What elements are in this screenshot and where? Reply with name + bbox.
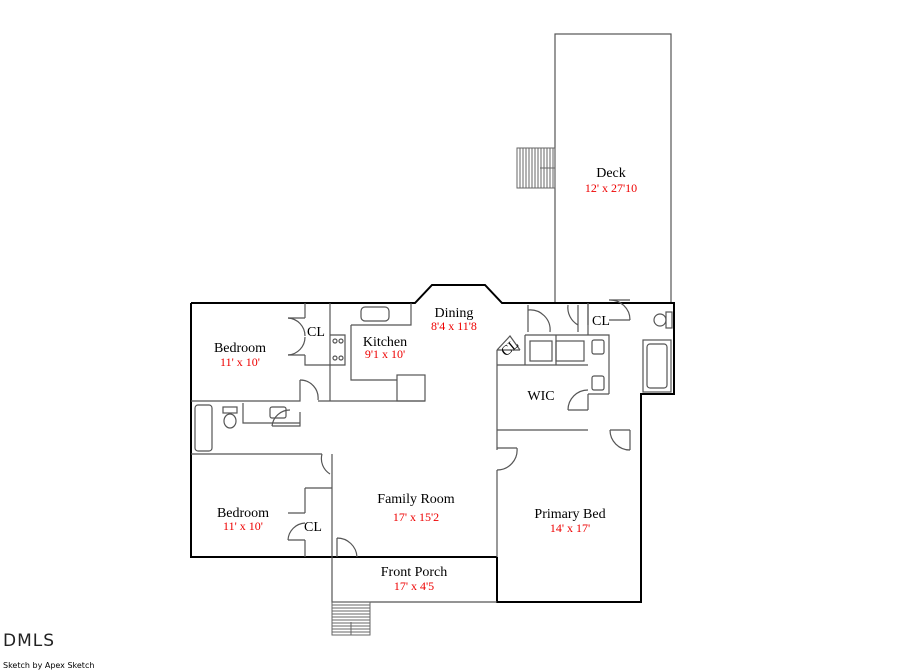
interior-walls — [191, 299, 673, 558]
room-name-front-porch: Front Porch — [381, 565, 448, 580]
exterior-walls — [190, 284, 675, 603]
closet-label: CL — [304, 520, 322, 535]
room-name-family-room: Family Room — [377, 492, 455, 507]
room-name-deck: Deck — [596, 166, 626, 181]
room-dims-bedroom-2: 11' x 10' — [223, 519, 263, 533]
room-name-dining: Dining — [435, 306, 474, 321]
closet-label: CL — [499, 337, 522, 360]
room-dims-bedroom-1: 11' x 10' — [220, 355, 260, 369]
room-name-bedroom-1: Bedroom — [214, 341, 266, 356]
room-name-kitchen: Kitchen — [363, 335, 407, 350]
closet-label: CL — [592, 314, 610, 329]
closet-label: CL — [307, 325, 325, 340]
room-name-primary-bed: Primary Bed — [534, 507, 605, 522]
deck-stairs — [516, 147, 556, 189]
room-name-bedroom-2: Bedroom — [217, 506, 269, 521]
room-dims-front-porch: 17' x 4'5 — [394, 579, 434, 593]
room-dims-kitchen: 9'1 x 10' — [365, 347, 405, 361]
sketch-credit: Sketch by Apex Sketch — [3, 661, 94, 670]
room-dims-deck: 12' x 27'10 — [585, 181, 637, 195]
front-stairs — [331, 601, 371, 636]
room-name-wic: WIC — [527, 389, 554, 404]
room-dims-primary-bed: 14' x 17' — [550, 521, 590, 535]
dmls-logo: DMLS — [3, 631, 55, 651]
room-dims-family-room: 17' x 15'2 — [393, 510, 439, 524]
room-dims-dining: 8'4 x 11'8 — [431, 319, 477, 333]
